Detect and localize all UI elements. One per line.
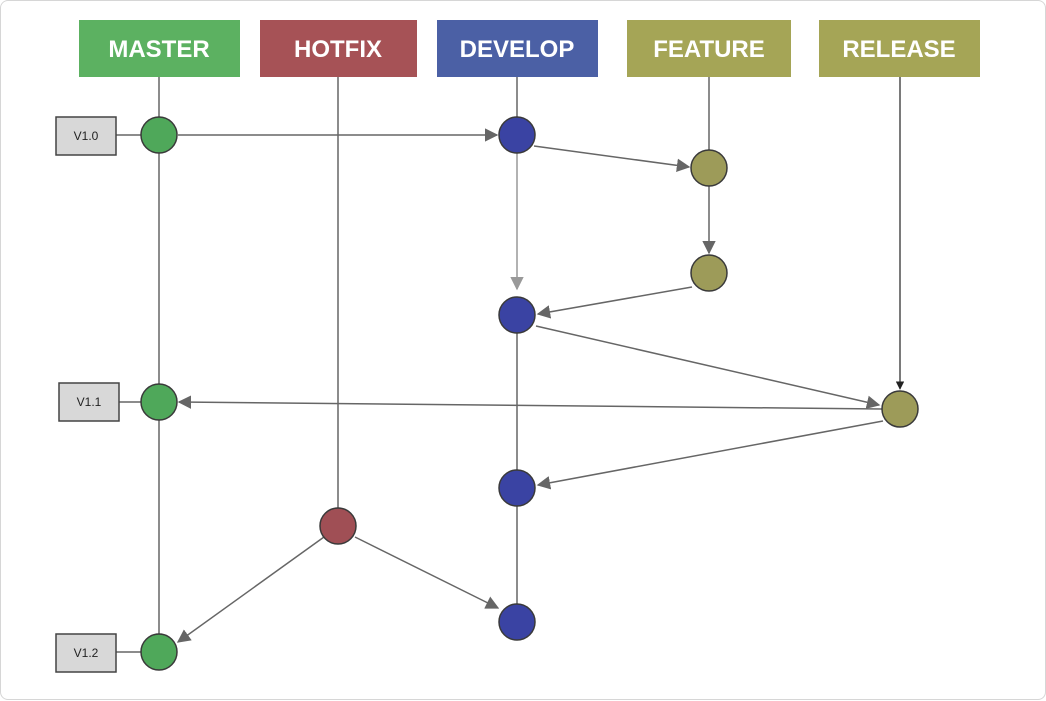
- branch-header-master: MASTER: [79, 20, 240, 77]
- branch-release-box: [819, 20, 980, 77]
- branch-feature-box: [627, 20, 791, 77]
- tag-v1-0-label: V1.0: [74, 129, 99, 143]
- hotfix-commit: [319, 507, 357, 545]
- branch-header-release: RELEASE: [819, 20, 980, 77]
- tag-v1-2-label: V1.2: [74, 646, 99, 660]
- tag-v1-2: V1.2: [55, 633, 117, 673]
- hotfix-to-master-arrow: [176, 536, 325, 643]
- develop-commit-1: [498, 116, 536, 154]
- tag-v1-0: V1.0: [55, 116, 117, 156]
- branch-hotfix-label: HOTFIX: [294, 36, 382, 63]
- tag-v1-0-box: [55, 116, 117, 156]
- tag-v1-1: V1.1: [58, 382, 120, 422]
- feature-commit-1: [690, 149, 728, 187]
- feature-commit-2: [690, 254, 728, 292]
- branch-master-box: [79, 20, 240, 77]
- branch-feature-label: FEATURE: [653, 36, 765, 63]
- branch-master-label: MASTER: [108, 36, 209, 63]
- branch-develop-box: [437, 20, 598, 77]
- master-commit-v1-0: [140, 116, 178, 154]
- tag-v1-2-box: [55, 633, 117, 673]
- hotfix-to-develop-arrow: [354, 536, 500, 609]
- release-to-master-arrow: [177, 395, 883, 410]
- branch-release-label: RELEASE: [842, 36, 955, 63]
- release-to-develop-arrow: [536, 420, 884, 490]
- develop-to-feature-arrow: [533, 145, 691, 173]
- develop-commit-2: [498, 296, 536, 334]
- branch-hotfix-box: [260, 20, 417, 77]
- branch-header-develop: DEVELOP: [437, 20, 598, 77]
- develop-commit-3: [498, 469, 536, 507]
- tag-v1-1-label: V1.1: [77, 395, 102, 409]
- master-commit-v1-2: [140, 633, 178, 671]
- branch-header-hotfix: HOTFIX: [260, 20, 417, 77]
- branch-develop-label: DEVELOP: [460, 36, 575, 63]
- develop-to-release-arrow: [535, 325, 881, 409]
- branch-header-feature: FEATURE: [627, 20, 791, 77]
- develop-commit-4: [498, 603, 536, 641]
- master-commit-v1-1: [140, 383, 178, 421]
- tag-v1-1-box: [58, 382, 120, 422]
- release-commit: [881, 390, 919, 428]
- feature-to-develop-arrow: [536, 286, 693, 319]
